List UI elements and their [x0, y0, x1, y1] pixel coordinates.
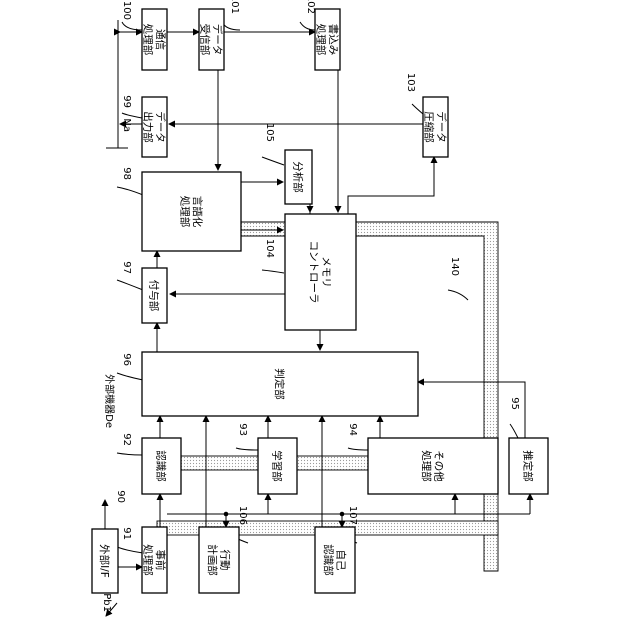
- label-judgment: 判定部: [273, 368, 286, 400]
- ref-98: 98: [121, 167, 132, 180]
- label-judgment-line-1: 判定部: [273, 368, 286, 400]
- label-recognition: 認識部: [155, 450, 168, 482]
- label-write-proc: 書込み処理部: [314, 24, 340, 56]
- ref-100: 100: [121, 1, 132, 20]
- ref-na: Na: [121, 118, 132, 132]
- label-other-proc: その他処理部: [420, 450, 446, 482]
- label-other-proc-line-2: 処理部: [420, 450, 433, 482]
- label-data-recv-line-2: 受信部: [198, 24, 211, 56]
- label-assign-line-1: 付与部: [148, 280, 161, 312]
- label-data-compress-line-1: データ: [435, 111, 448, 143]
- ref-94: 94: [347, 423, 358, 436]
- ref-103: 103: [405, 73, 416, 92]
- ref-95: 95: [509, 397, 520, 410]
- label-action-plan-line-2: 計画部: [206, 544, 219, 576]
- ref-93: 93: [237, 423, 248, 436]
- label-data-recv: データ受信部: [198, 24, 224, 56]
- figure-id: Pb1: [101, 593, 112, 612]
- label-ext-if-line-1: 外部I/F: [98, 544, 111, 578]
- label-pre-proc-line-2: 処理部: [141, 544, 154, 576]
- label-write-proc-line-1: 書込み: [327, 24, 340, 56]
- label-self-recog-line-1: 自己: [334, 550, 347, 571]
- label-data-output: データ出力部: [141, 111, 167, 143]
- ref-96: 96: [121, 353, 132, 366]
- ref-90: 90: [115, 490, 126, 503]
- label-comm-proc-line-1: 通信: [154, 29, 166, 50]
- label-other-proc-line-1: その他: [432, 450, 445, 482]
- ref-106: 106: [237, 506, 248, 525]
- label-verbalize-line-2: 処理部: [178, 196, 191, 228]
- label-data-output-line-2: 出力部: [141, 111, 154, 143]
- ref-101: 101: [229, 0, 240, 14]
- label-analysis-line-1: 分析部: [292, 161, 305, 193]
- label-data-recv-line-1: データ: [211, 24, 224, 56]
- ref-140: 140: [449, 257, 460, 276]
- ref-97: 97: [121, 261, 132, 274]
- label-pre-proc-line-1: 事前: [154, 550, 167, 571]
- label-data-compress: データ圧縮部: [422, 111, 448, 143]
- label-verbalize: 言語化処理部: [178, 196, 204, 228]
- label-action-plan-line-1: 行動: [218, 550, 231, 571]
- label-ext-if: 外部I/F: [98, 544, 111, 578]
- label-learning-line-1: 学習部: [271, 450, 284, 482]
- label-verbalize-line-1: 言語化: [191, 196, 204, 228]
- label-self-recog-line-2: 認識部: [322, 544, 335, 576]
- ref-99: 99: [121, 95, 132, 108]
- ref-107: 107: [347, 506, 358, 525]
- label-assign: 付与部: [148, 280, 161, 312]
- label-data-output-line-1: データ: [154, 111, 167, 143]
- label-comm-proc-line-2: 処理部: [141, 24, 154, 56]
- ref-92: 92: [121, 433, 132, 446]
- label-write-proc-line-2: 処理部: [314, 24, 327, 56]
- ref-104: 104: [264, 239, 275, 258]
- ref-102: 102: [305, 0, 316, 14]
- label-recognition-line-1: 認識部: [155, 450, 168, 482]
- label-memory-ctrl-line-1: メモリ: [320, 256, 332, 288]
- label-learning: 学習部: [271, 450, 284, 482]
- external-device-label: 外部機器De: [103, 374, 116, 428]
- label-estimation: 推定部: [522, 450, 535, 482]
- label-estimation-line-1: 推定部: [522, 450, 535, 482]
- label-memory-ctrl-line-2: コントローラ: [307, 241, 319, 304]
- label-data-compress-line-2: 圧縮部: [422, 111, 435, 143]
- ref-105: 105: [264, 123, 275, 142]
- label-analysis: 分析部: [292, 161, 305, 193]
- ref-91: 91: [121, 527, 132, 540]
